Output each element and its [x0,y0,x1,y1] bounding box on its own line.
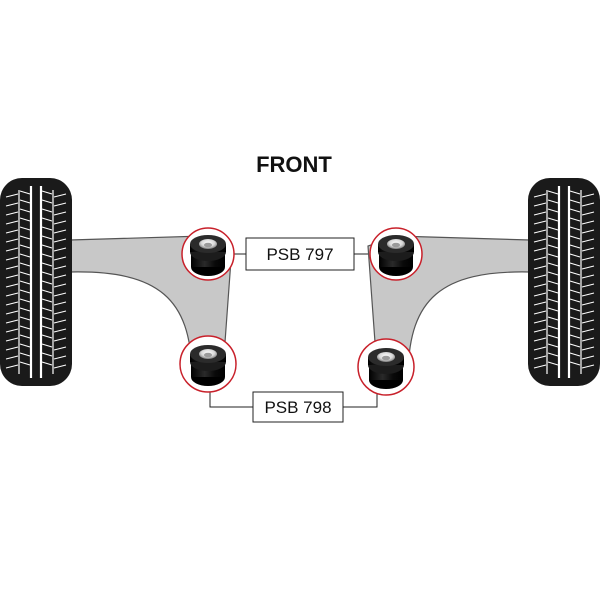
part-number-lower: PSB 798 [264,398,331,417]
bush-callout-lower-right [357,338,415,396]
polyurethane-bush-icon [190,235,226,276]
left-wheel [0,178,72,386]
part-label-lower: PSB 798 [252,391,344,423]
part-number-upper: PSB 797 [266,245,333,264]
bush-callout-upper-left [181,227,235,281]
polyurethane-bush-icon [378,235,414,276]
bush-callout-upper-right [369,227,423,281]
part-label-upper: PSB 797 [245,237,355,271]
lower-connector-lines [209,388,378,408]
polyurethane-bush-icon [190,345,226,386]
polyurethane-bush-icon [368,348,404,389]
tyre-tread-icon [533,186,595,378]
tyre-tread-icon [5,186,67,378]
bush-callout-lower-left [179,335,237,393]
front-heading: FRONT [256,152,332,177]
right-wheel [528,178,600,386]
